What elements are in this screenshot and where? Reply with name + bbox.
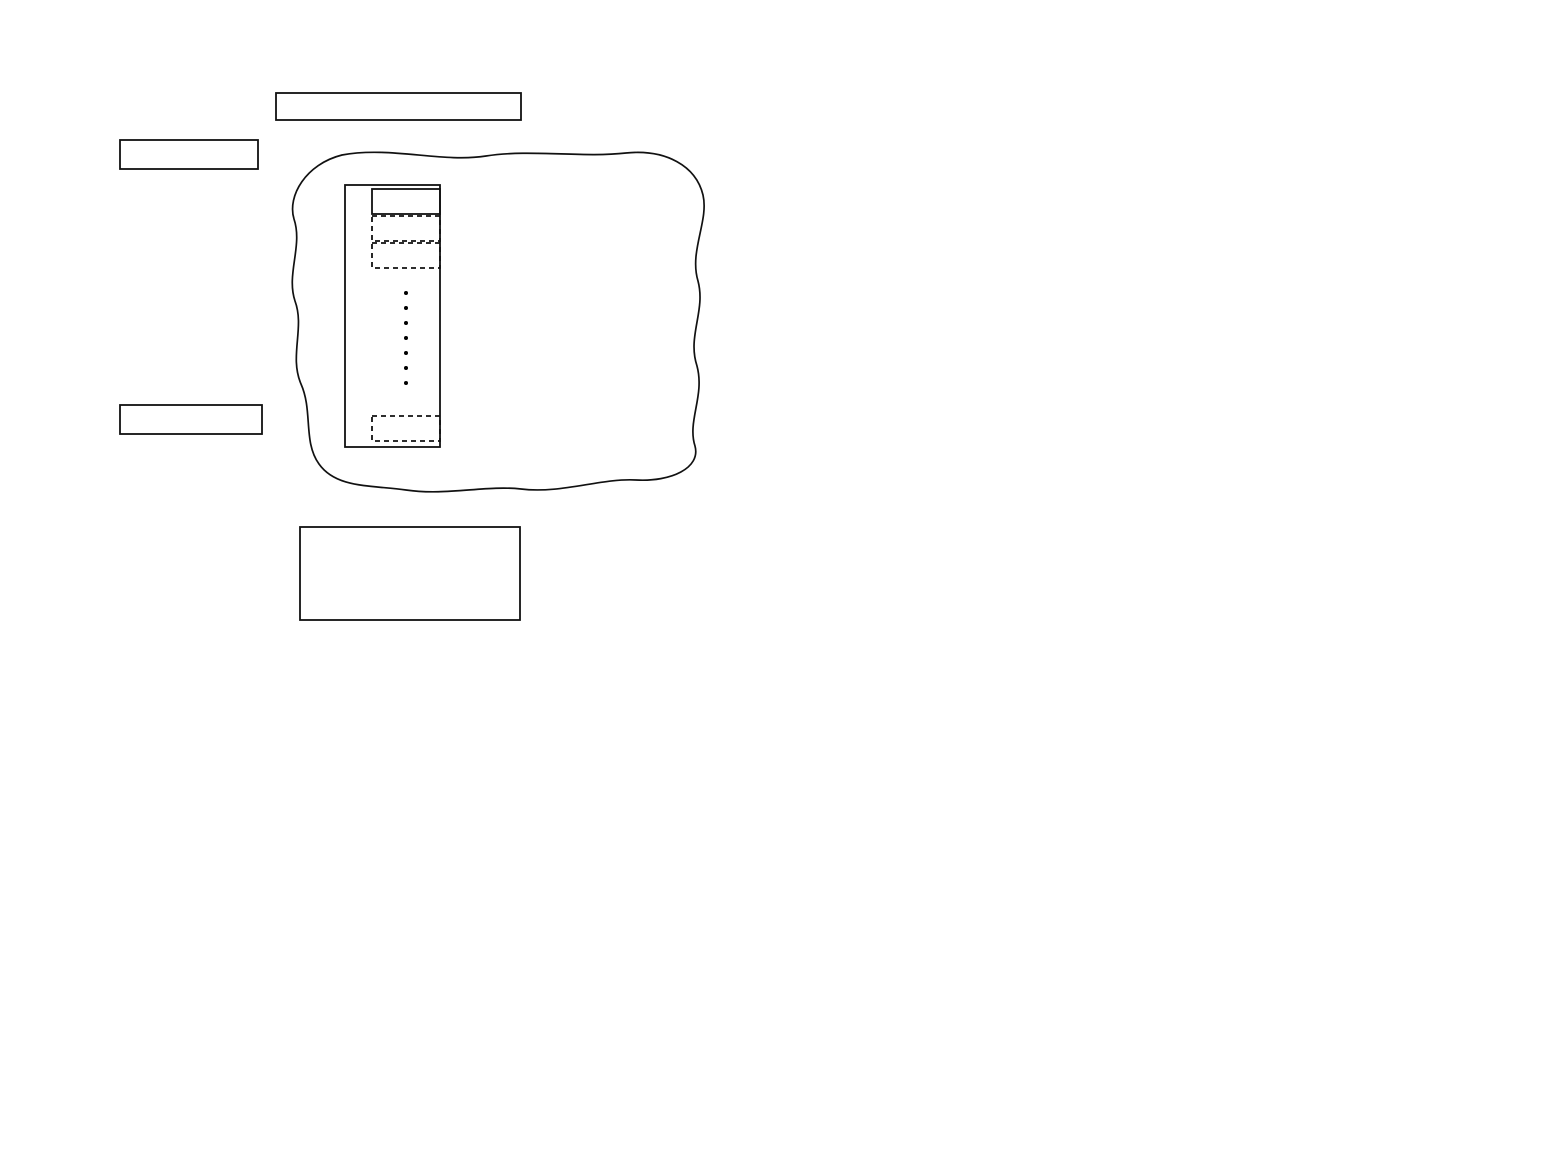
slot-2-box xyxy=(371,215,441,242)
dot xyxy=(404,366,408,370)
slot-4-box xyxy=(371,415,441,442)
ellipsis-dots xyxy=(404,291,408,385)
panel-c-bifurcation-diagram xyxy=(30,660,730,1165)
dot xyxy=(404,381,408,385)
slot-1-box xyxy=(371,188,441,215)
slot-3-box xyxy=(371,242,441,269)
dot xyxy=(404,321,408,325)
short-term-store-blob xyxy=(291,151,705,493)
dot xyxy=(404,351,408,355)
panel-a-memory-model xyxy=(119,92,705,621)
rehearsal-buffer-box xyxy=(344,184,441,448)
dot xyxy=(404,291,408,295)
dot xyxy=(404,306,408,310)
sensory-register-box xyxy=(275,92,522,121)
panel-b-raster-plot xyxy=(740,95,1540,615)
lost-from-sts-box xyxy=(119,404,263,435)
long-term-store-box xyxy=(299,526,521,621)
panel-d-traces xyxy=(700,660,1541,1172)
lost-from-sr-box xyxy=(119,139,259,170)
dot xyxy=(404,336,408,340)
